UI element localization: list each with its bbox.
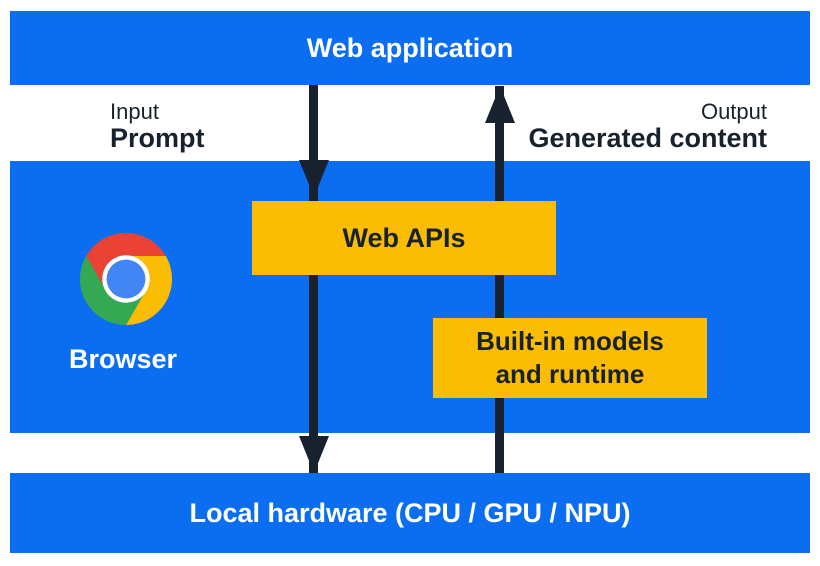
web-apis-box: Web APIs: [252, 201, 556, 275]
input-label: Input: [110, 99, 159, 124]
down-arrowhead-to-local-hardware: [299, 436, 329, 473]
local-hardware-label: Local hardware (CPU / GPU / NPU): [189, 497, 631, 528]
output-label: Output: [700, 99, 767, 124]
up-arrow-line: [495, 86, 504, 473]
web-application-label: Web application: [306, 32, 514, 63]
down-arrow-line: [309, 85, 318, 473]
input-label-group: Input Prompt: [110, 99, 205, 153]
generated-content-label: Generated content: [528, 123, 767, 153]
browser-label: Browser: [68, 344, 178, 374]
web-application-bar: Web application: [10, 11, 810, 85]
up-arrowhead-to-web-application: [485, 86, 515, 123]
built-in-models-label-line2: and runtime: [495, 359, 645, 389]
chrome-logo-icon: [80, 233, 172, 325]
web-apis-label: Web APIs: [342, 222, 466, 253]
prompt-label: Prompt: [110, 123, 205, 153]
local-hardware-bar: Local hardware (CPU / GPU / NPU): [10, 473, 810, 553]
built-in-models-box: Built-in models and runtime: [433, 318, 707, 398]
output-label-group: Output Generated content: [467, 99, 767, 153]
built-in-models-label-line1: Built-in models: [476, 326, 664, 356]
down-arrowhead-to-web-apis: [299, 160, 329, 197]
